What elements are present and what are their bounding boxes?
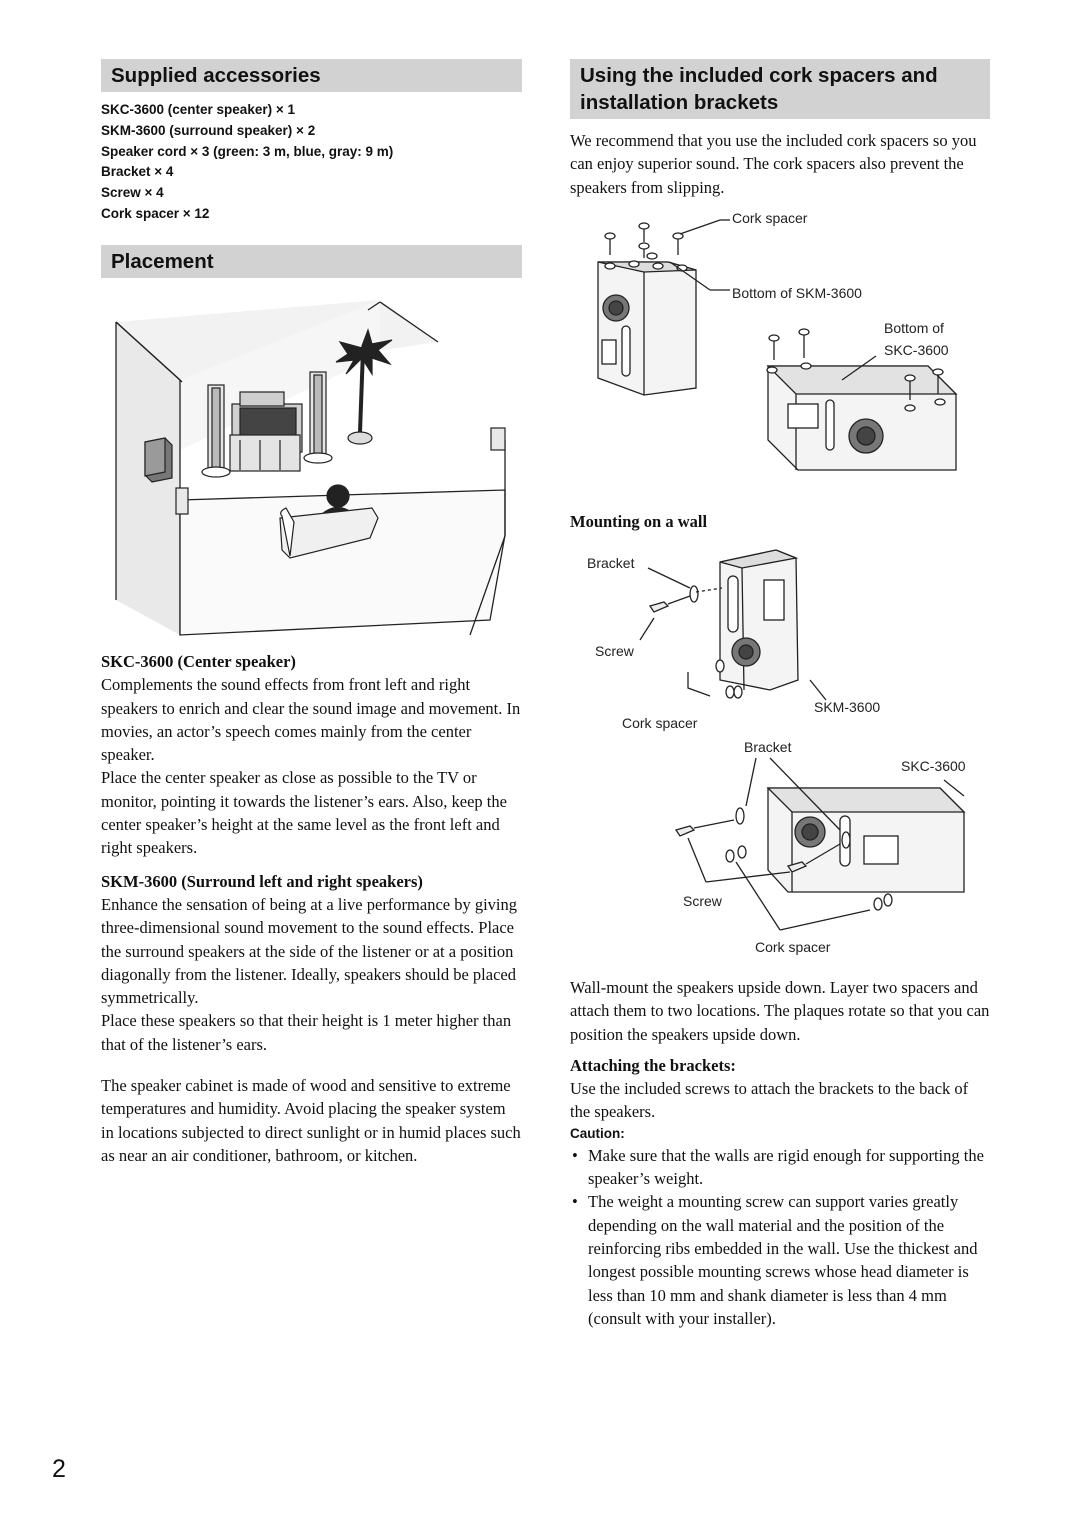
listener-icon	[279, 484, 379, 559]
cork-spacer-label: Cork spacer	[622, 715, 698, 731]
plant-icon	[335, 328, 393, 445]
caution-item: Make sure that the walls are rigid enoug…	[570, 1144, 990, 1191]
center-speaker-paragraph: Place the center speaker as close as pos…	[101, 768, 507, 858]
caution-label: Caution:	[570, 1125, 625, 1141]
mounting-wall-heading: Mounting on a wall	[570, 512, 708, 531]
cork-intro-paragraph: We recommend that you use the included c…	[570, 131, 977, 197]
cork-spacer-figure	[597, 219, 958, 471]
surround-speaker-paragraph: Place these speakers so that their heigh…	[101, 1011, 512, 1054]
skc-label: SKC-3600	[901, 758, 966, 774]
caution-item: The weight a mounting screw can support …	[570, 1190, 990, 1330]
bottom-skc-label: SKC-3600	[884, 342, 949, 358]
accessory-item: Speaker cord × 3 (green: 3 m, blue, gray…	[101, 143, 394, 159]
accessory-item: Cork spacer × 12	[101, 205, 210, 221]
wall-mount-text: Wall-mount the speakers upside down. Lay…	[570, 976, 990, 1330]
surround-speaker-heading: SKM-3600 (Surround left and right speake…	[101, 871, 423, 891]
center-speaker-heading: SKC-3600 (Center speaker)	[101, 652, 296, 671]
surround-speaker-paragraph: Enhance the sensation of being at a live…	[101, 894, 518, 1008]
supplied-accessories-heading: Supplied accessories	[101, 59, 522, 92]
center-speaker-paragraph: Complements the sound effects from front…	[101, 675, 521, 765]
accessory-item: Bracket × 4	[101, 164, 174, 180]
subwoofer-icon	[144, 437, 173, 483]
bottom-skm-label: Bottom of SKM-3600	[732, 285, 862, 301]
bottom-skc-label: Bottom of	[884, 320, 944, 336]
skm-label: SKM-3600	[814, 699, 881, 715]
cork-spacers-heading: Using the included cork spacers and inst…	[570, 59, 990, 119]
center-speaker-section: SKC-3600 (Center speaker) Complements th…	[101, 650, 522, 1167]
screw-label: Screw	[683, 893, 722, 909]
cork-spacer-label: Cork spacer	[755, 939, 831, 955]
attaching-brackets-heading: Attaching the brackets:	[570, 1055, 736, 1075]
cabinet-paragraph: The speaker cabinet is made of wood and …	[101, 1076, 521, 1165]
screw-label: Screw	[595, 643, 634, 659]
accessory-item: SKM-3600 (surround speaker) × 2	[101, 122, 316, 138]
cork-spacer-label: Cork spacer	[732, 210, 808, 226]
accessories-list: SKC-3600 (center speaker) × 1 SKM-3600 (…	[101, 100, 522, 225]
accessory-item: Screw × 4	[101, 185, 164, 201]
caution-list: Make sure that the walls are rigid enoug…	[570, 1144, 990, 1330]
attaching-brackets-paragraph: Use the included screws to attach the br…	[570, 1079, 969, 1122]
placement-heading: Placement	[101, 245, 522, 278]
room-placement-illustration	[115, 300, 506, 636]
bracket-label: Bracket	[587, 555, 635, 571]
accessory-item: SKC-3600 (center speaker) × 1	[101, 102, 295, 117]
bracket-label: Bracket	[744, 739, 792, 755]
wall-mount-paragraph: Wall-mount the speakers upside down. Lay…	[570, 978, 990, 1044]
wall-mount-figure	[639, 549, 966, 931]
page-number: 2	[52, 1455, 66, 1483]
